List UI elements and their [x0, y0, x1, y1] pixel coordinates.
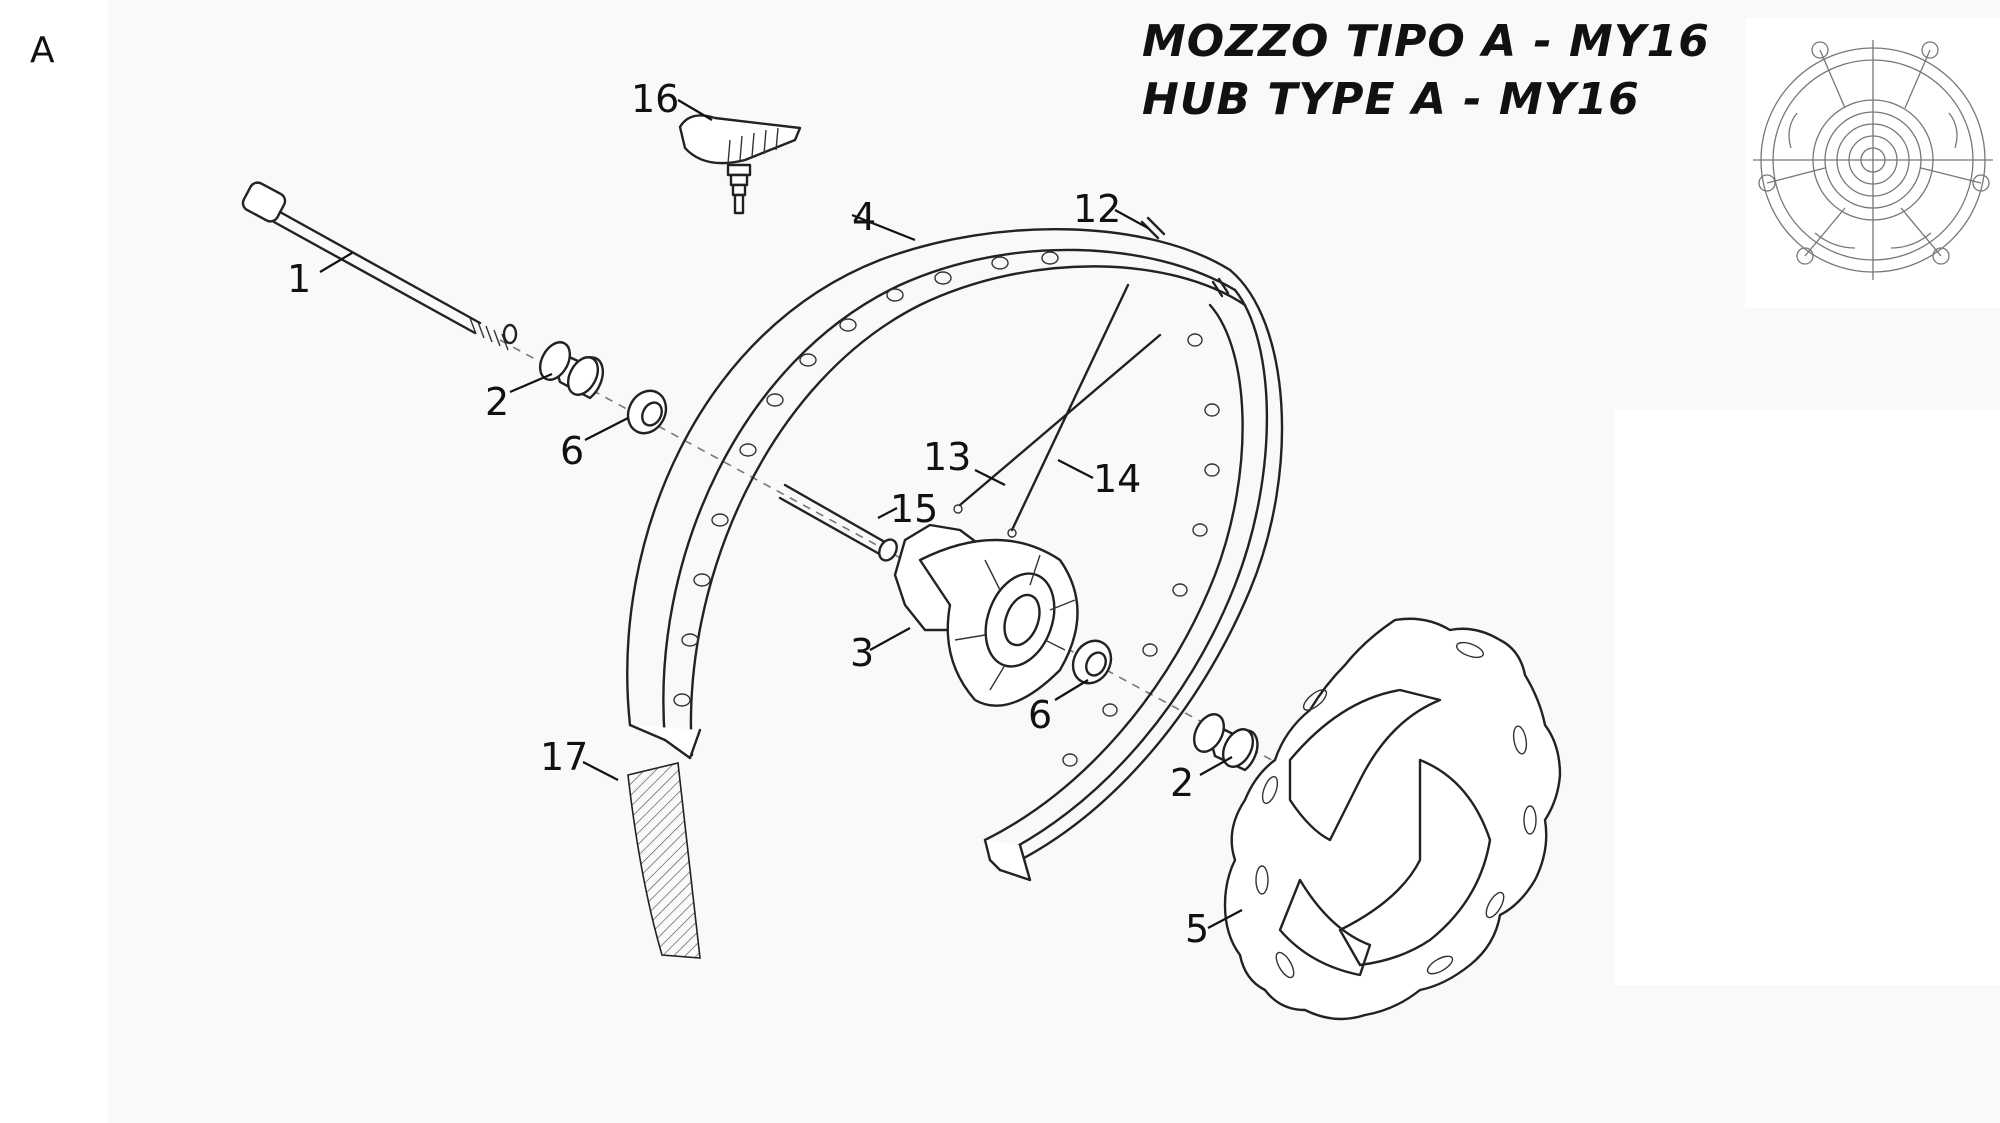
- bearing-right[interactable]: [1066, 634, 1118, 690]
- callout-3: 3: [850, 631, 874, 675]
- callout-15: 15: [890, 487, 938, 531]
- blank-panel: [1615, 410, 2000, 985]
- spoke-nipples[interactable]: [1140, 216, 1230, 298]
- hub-front-view-icon: [1753, 40, 1993, 280]
- hub[interactable]: [893, 523, 1079, 707]
- spokes[interactable]: [953, 283, 1162, 538]
- bearing-left[interactable]: [621, 384, 673, 440]
- callout-12: 12: [1073, 187, 1121, 231]
- column-label-a: A: [30, 30, 55, 71]
- callout-6-left: 6: [560, 429, 584, 473]
- hub-inset-panel: [1745, 18, 2000, 308]
- callout-17: 17: [540, 735, 588, 779]
- callout-2-left: 2: [485, 380, 509, 424]
- spacer-left[interactable]: [534, 337, 605, 400]
- axle-shaft[interactable]: [240, 180, 518, 351]
- callout-6-right: 6: [1028, 693, 1052, 737]
- callout-4: 4: [852, 195, 876, 239]
- title-italian: MOZZO TIPO A - MY16: [1142, 16, 1710, 67]
- callout-2-right: 2: [1170, 761, 1194, 805]
- callout-14: 14: [1093, 457, 1141, 501]
- leader-lines: [319, 99, 1243, 929]
- callout-16: 16: [631, 77, 679, 121]
- brake-disc[interactable]: [1223, 617, 1562, 1021]
- callout-13: 13: [923, 435, 971, 479]
- rim-tape[interactable]: [627, 762, 701, 959]
- callout-5: 5: [1185, 907, 1209, 951]
- rim-lock-valve[interactable]: [678, 114, 802, 215]
- rim[interactable]: [626, 227, 1284, 882]
- hub-spacer-tube[interactable]: [778, 483, 900, 563]
- callout-1: 1: [287, 257, 311, 301]
- title-english: HUB TYPE A - MY16: [1142, 74, 1640, 125]
